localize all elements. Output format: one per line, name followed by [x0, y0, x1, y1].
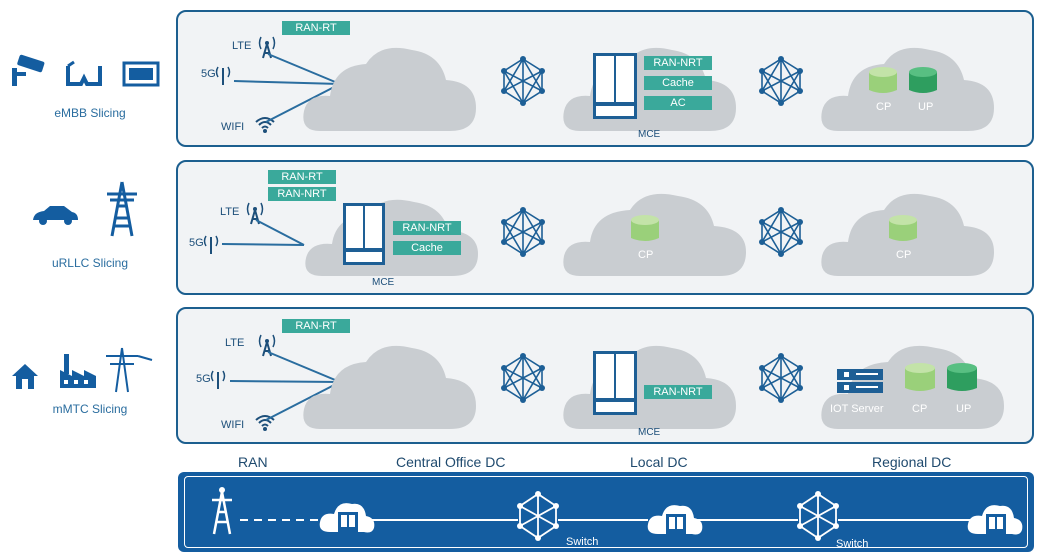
column-label-central-office-dc: Central Office DC	[396, 454, 506, 470]
wifi-icon	[255, 117, 275, 133]
column-label-ran: RAN	[238, 454, 268, 470]
mce-label: MCE	[372, 277, 395, 288]
cp-database-icon	[905, 363, 935, 391]
mce-server-icon	[593, 53, 637, 119]
utility-pole-icon	[106, 347, 153, 393]
5g-label: 5G	[196, 373, 211, 385]
house-icon	[12, 364, 38, 389]
ran-rt-tag: RAN-RT	[282, 21, 350, 35]
column-label-local-dc: Local DC	[630, 454, 688, 470]
up-database-icon	[947, 363, 977, 391]
5g-antenna-icon	[210, 370, 226, 389]
cp-database-icon	[869, 67, 897, 93]
mce-server-icon	[343, 203, 385, 265]
cctv-camera-icon	[12, 54, 45, 86]
switch-label: Switch	[836, 538, 869, 550]
central-office-cloud	[303, 345, 476, 429]
iot-server-icon	[837, 369, 883, 393]
local-dc-cloud	[563, 345, 736, 429]
ran-link-lines	[221, 219, 305, 246]
ran-link-lines	[229, 351, 341, 421]
5g-label: 5G	[189, 237, 204, 249]
lte-label: LTE	[225, 337, 245, 349]
ran-rt-tag: RAN-RT	[282, 319, 350, 333]
5g-antenna-icon	[215, 66, 231, 85]
ran-nrt-tag: RAN-NRT	[644, 385, 712, 399]
mce-label: MCE	[638, 427, 661, 438]
iot-server-label: IOT Server	[830, 403, 884, 415]
slice-label-mmtc: mMTC Slicing	[52, 402, 128, 416]
slice-label-embb: eMBB Slicing	[54, 106, 126, 120]
cp-label: CP	[876, 101, 892, 113]
mesh-network-icon	[759, 56, 803, 106]
up-label: UP	[918, 101, 934, 113]
vr-glasses-icon	[66, 60, 102, 86]
cp-label: CP	[638, 249, 654, 261]
mesh-network-icon	[759, 207, 803, 257]
lte-antenna-icon	[246, 202, 264, 225]
lte-label: LTE	[232, 40, 252, 52]
ran-nrt-tag: RAN-NRT	[644, 56, 712, 70]
cp-database-icon	[889, 215, 917, 241]
ran-rt-tag: RAN-RT	[268, 170, 336, 184]
regional-dc-cloud	[821, 47, 994, 131]
wifi-icon	[255, 415, 275, 431]
mesh-network-icon	[501, 56, 545, 106]
wifi-label: WIFI	[221, 419, 245, 431]
lte-label: LTE	[220, 206, 240, 218]
ac-tag: AC	[644, 96, 712, 110]
film-icon	[122, 61, 160, 87]
5g-label: 5G	[201, 68, 216, 80]
column-label-regional-dc: Regional DC	[872, 454, 952, 470]
mesh-network-icon	[501, 353, 545, 403]
cache-tag: Cache	[644, 76, 712, 90]
transport-network-graphic	[212, 487, 1023, 541]
cp-label: CP	[896, 249, 912, 261]
cache-tag: Cache	[393, 241, 461, 255]
transport-network-bar	[178, 472, 1034, 552]
mce-label: MCE	[638, 129, 661, 140]
bus-frame	[184, 476, 1028, 548]
cp-database-icon	[631, 215, 659, 241]
lte-antenna-icon	[258, 36, 276, 59]
up-database-icon	[909, 67, 937, 93]
mce-cloud	[305, 199, 478, 276]
wifi-label: WIFI	[221, 121, 245, 133]
cp-label: CP	[912, 403, 928, 415]
ran-nrt-tag: RAN-NRT	[268, 187, 336, 201]
car-icon	[33, 206, 78, 225]
up-label: UP	[956, 403, 972, 415]
5g-antenna-icon	[203, 235, 219, 254]
mce-server-icon	[593, 351, 637, 415]
mesh-network-icon	[759, 353, 803, 403]
ran-nrt-tag: RAN-NRT	[393, 221, 461, 235]
ran-link-lines	[233, 53, 341, 123]
power-tower-icon	[107, 181, 137, 237]
mesh-network-icon	[501, 207, 545, 257]
central-office-cloud	[303, 47, 476, 131]
factory-icon	[60, 354, 96, 388]
slice-label-urllc: uRLLC Slicing	[51, 256, 129, 270]
switch-label: Switch	[566, 536, 599, 548]
